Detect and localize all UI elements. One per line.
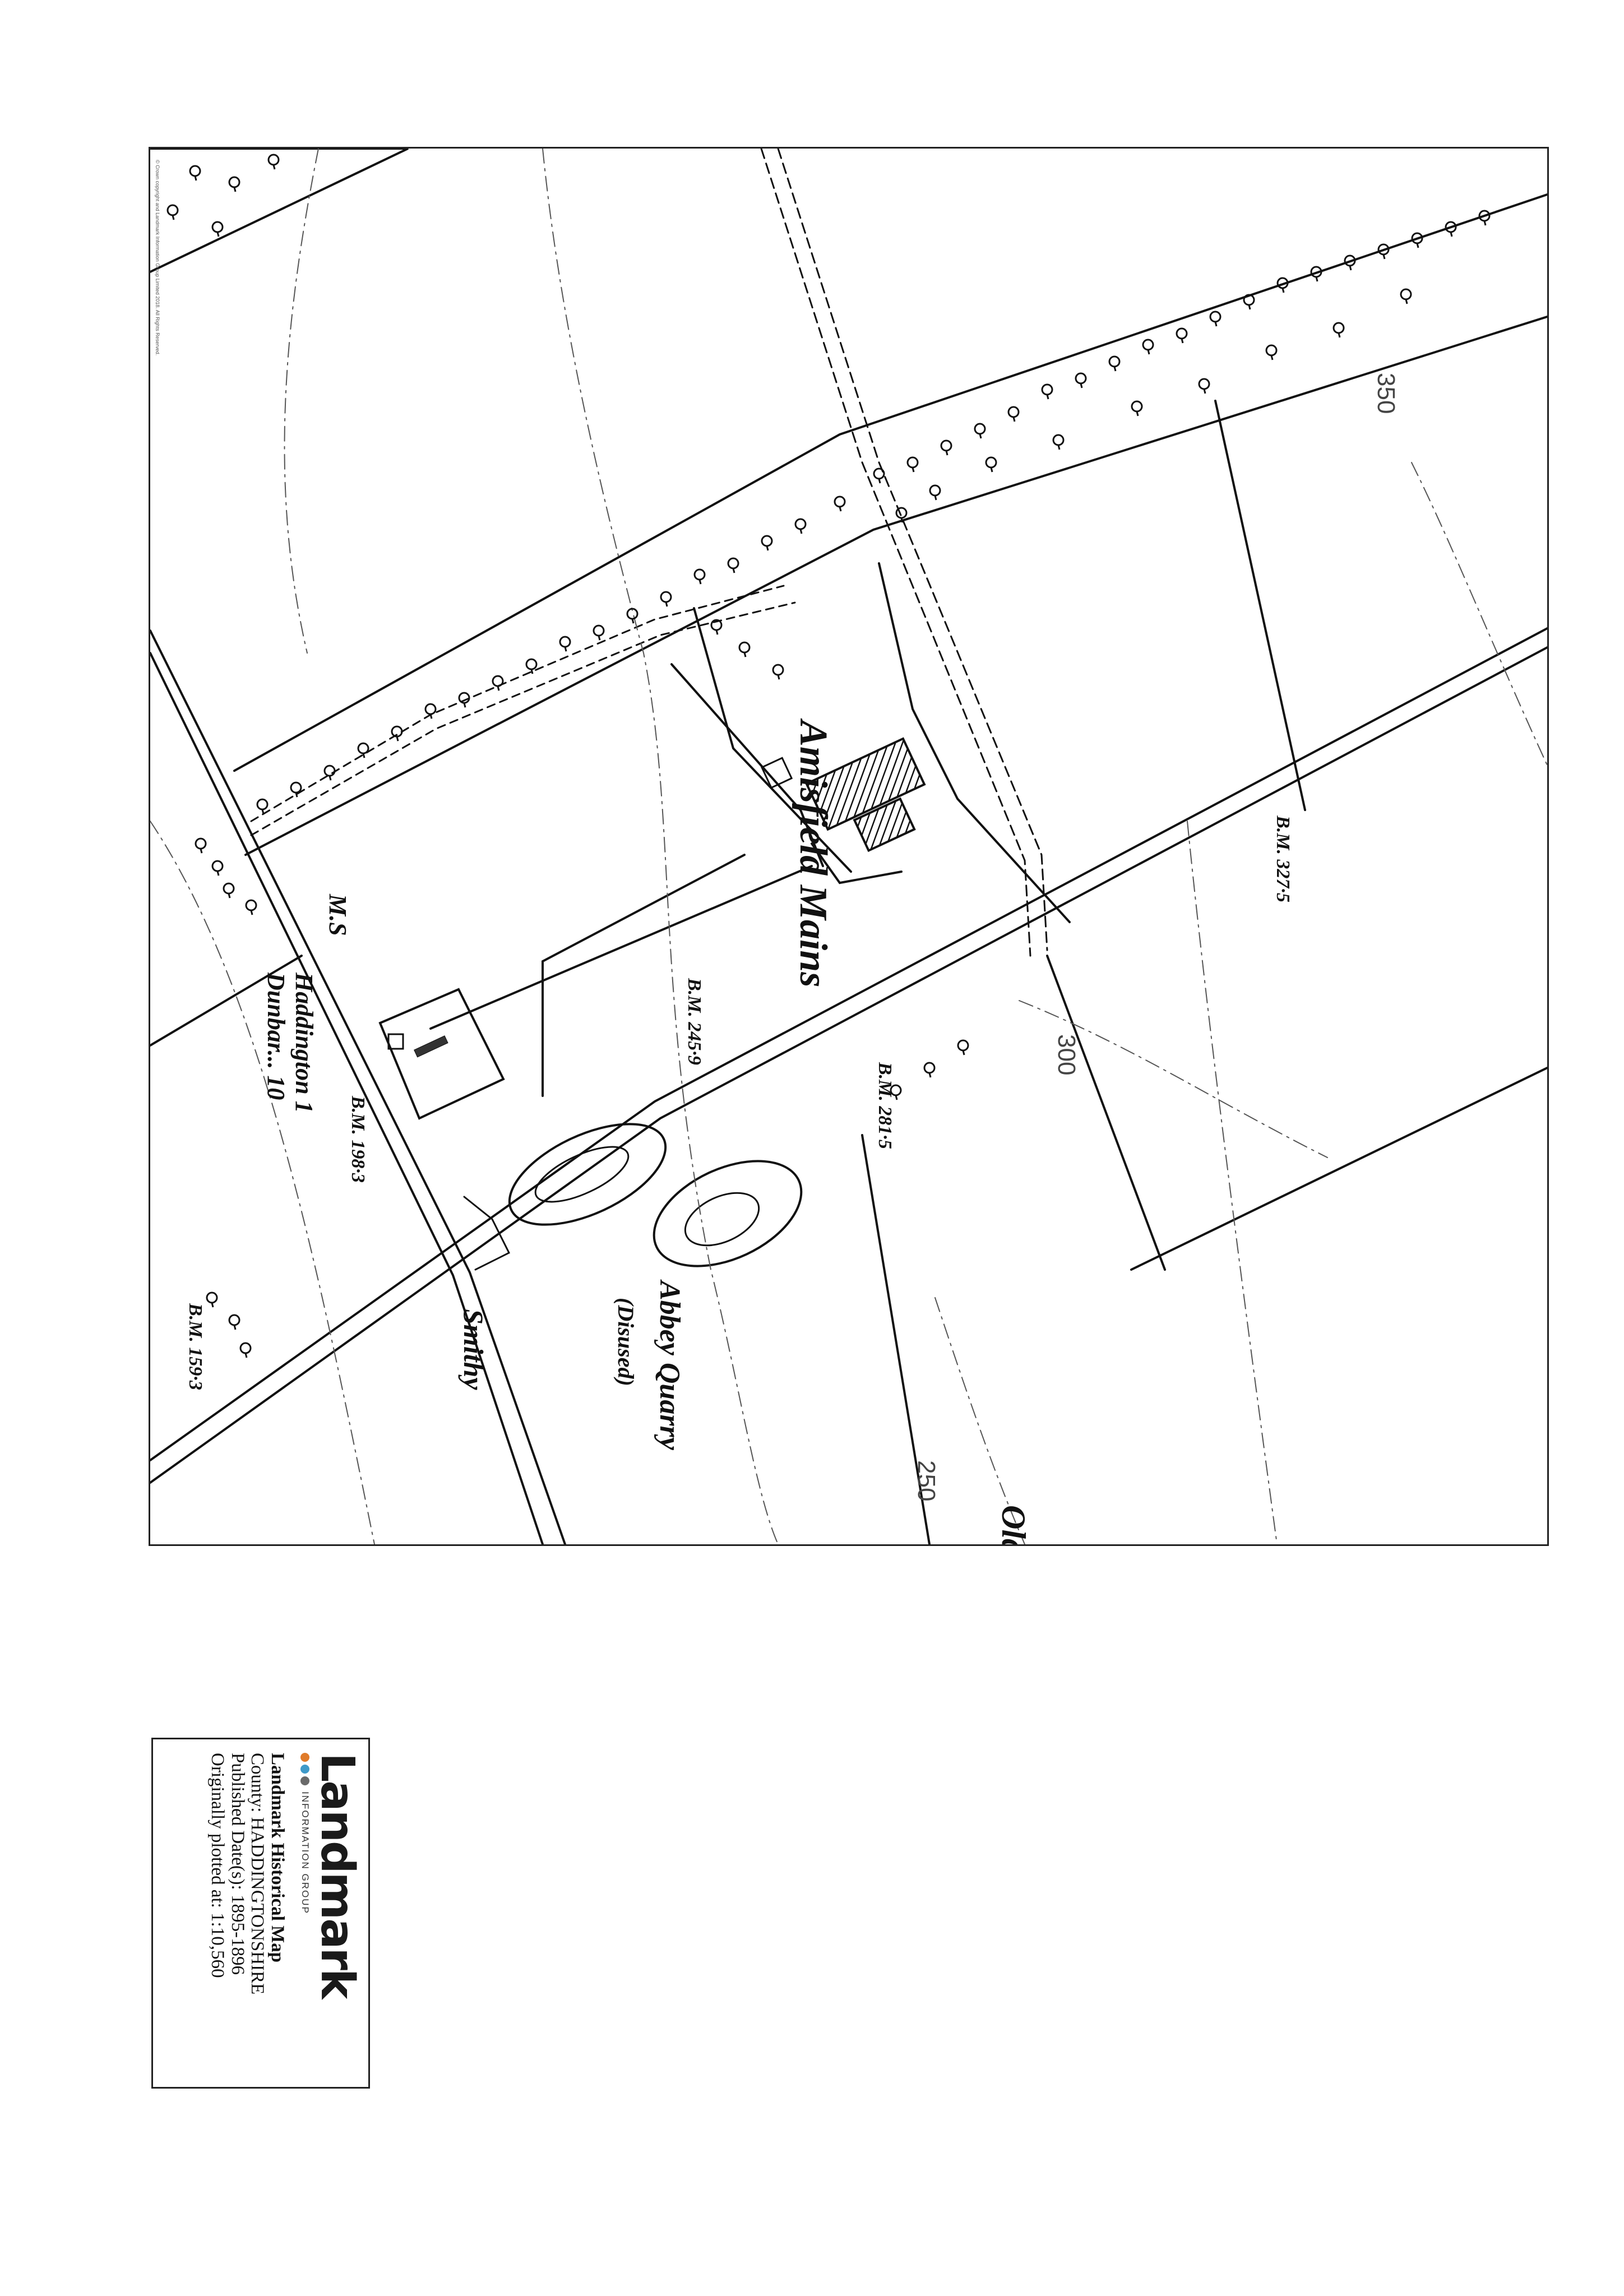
logo-dot-orange bbox=[300, 1753, 309, 1762]
woodland-edge bbox=[150, 149, 409, 273]
legend-county: County: HADDINGTONSHIRE bbox=[247, 1753, 268, 1995]
label-abbey-quarry: Abbey Quarry bbox=[654, 1279, 686, 1451]
quarry-floor bbox=[534, 1146, 630, 1203]
woodland-edge bbox=[233, 193, 1547, 772]
legend-scale: Originally plotted at: 1:10,560 bbox=[207, 1753, 228, 1978]
contour-line bbox=[1411, 462, 1547, 766]
field-boundary bbox=[1130, 1067, 1547, 1271]
quarry-edge bbox=[463, 1196, 511, 1271]
field-boundary bbox=[542, 854, 746, 1097]
label-benchmark: B.M. 245·9 bbox=[684, 978, 705, 1065]
track bbox=[250, 601, 796, 836]
logo-dot-blue bbox=[300, 1765, 309, 1774]
legend-title: Landmark Historical Map bbox=[267, 1753, 288, 1963]
landmark-logo: Landmark INFORMATION GROUP bbox=[299, 1753, 364, 2079]
contour-label-300: 300 bbox=[1053, 1034, 1080, 1075]
label-smithy: Smithy bbox=[458, 1309, 489, 1390]
farm-track bbox=[777, 149, 1048, 951]
contour-label-350: 350 bbox=[1372, 373, 1400, 414]
logo-wordmark: Landmark bbox=[311, 1753, 364, 1998]
enclosure bbox=[378, 988, 505, 1120]
label-haddington: Haddington 1 bbox=[290, 972, 318, 1113]
quarry-pit bbox=[653, 1160, 803, 1267]
historical-map: Amisfield Mains Abbey Quarry (Disused) S… bbox=[149, 147, 1549, 1546]
field-boundary bbox=[429, 865, 813, 1030]
field-boundary bbox=[693, 607, 852, 873]
label-benchmark: B.M. 198·3 bbox=[348, 1095, 368, 1183]
label-quarry-disused: (Disused) bbox=[613, 1298, 639, 1386]
quarry-floor bbox=[684, 1192, 760, 1247]
contour-label-250: 250 bbox=[913, 1460, 940, 1501]
label-benchmark: B.M. 327·5 bbox=[1273, 815, 1293, 902]
building bbox=[387, 1033, 404, 1050]
label-milestone: M.S bbox=[324, 894, 351, 936]
building bbox=[414, 1035, 448, 1058]
legend-content: Landmark INFORMATION GROUP Landmark Hist… bbox=[161, 1751, 364, 2079]
field-boundary bbox=[1214, 400, 1306, 811]
label-partial: Old bbox=[995, 1505, 1032, 1544]
label-benchmark: B.M. 281·5 bbox=[875, 1062, 895, 1149]
road-edge bbox=[150, 629, 566, 1544]
road-edge bbox=[150, 652, 544, 1544]
field-boundary bbox=[1046, 955, 1166, 1271]
track bbox=[250, 585, 785, 822]
contour-line bbox=[1187, 821, 1278, 1544]
field-boundary bbox=[150, 955, 303, 1047]
legend-published: Published Date(s): 1895-1896 bbox=[227, 1753, 248, 1975]
lane bbox=[878, 562, 1071, 923]
label-amisfield-mains: Amisfield Mains bbox=[792, 718, 835, 987]
label-dunbar: Dunbar... 10 bbox=[262, 972, 290, 1100]
label-benchmark: B.M. 159·3 bbox=[185, 1303, 206, 1390]
contour-line bbox=[150, 821, 375, 1544]
logo-dot-grey bbox=[300, 1776, 309, 1785]
road-edge bbox=[150, 646, 1547, 1484]
road-edge bbox=[150, 627, 1547, 1461]
contour-line bbox=[542, 149, 779, 1544]
farm-buildings bbox=[760, 737, 926, 853]
quarry-pit bbox=[508, 1123, 667, 1226]
contour-line bbox=[934, 1297, 1025, 1544]
map-drawing: Amisfield Mains Abbey Quarry (Disused) S… bbox=[150, 149, 1547, 1544]
farm-track bbox=[760, 149, 1031, 957]
contour-line bbox=[1019, 1000, 1328, 1158]
woodland-edge bbox=[244, 316, 1547, 856]
field-boundary bbox=[861, 1134, 931, 1544]
yard-wall bbox=[811, 843, 903, 885]
contour-line bbox=[284, 149, 319, 654]
map-legend: Landmark INFORMATION GROUP Landmark Hist… bbox=[151, 1738, 370, 2089]
logo-subtitle: INFORMATION GROUP bbox=[300, 1792, 311, 1914]
copyright-note: © Crown copyright and Landmark Informati… bbox=[155, 160, 160, 355]
map-labels: Amisfield Mains Abbey Quarry (Disused) S… bbox=[155, 160, 1400, 1544]
